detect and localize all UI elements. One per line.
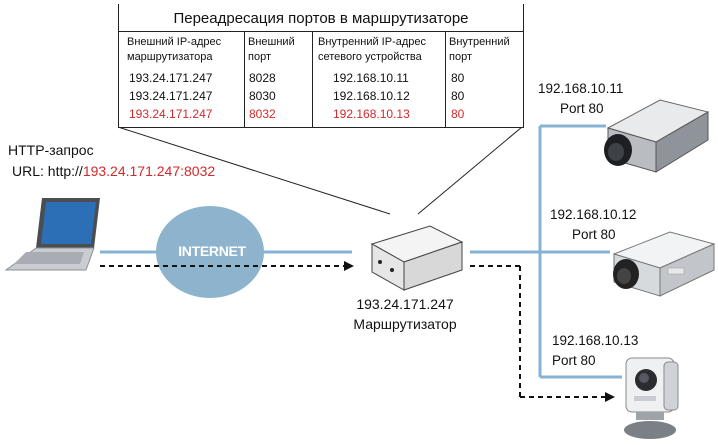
- callout-line-left: [117, 126, 391, 215]
- router-name-label: Маршрутизатор: [353, 316, 457, 332]
- router-icon: [370, 225, 464, 291]
- camera-2-port: Port 80: [572, 227, 616, 242]
- forward-arrow-head: [605, 392, 615, 402]
- table-cell-int-port-highlight: 80: [451, 107, 465, 121]
- table-cell-ext-port-highlight: 8032: [249, 107, 276, 121]
- camera-3-port: Port 80: [552, 353, 596, 368]
- header-ext-port: Внешний порт: [248, 35, 310, 65]
- request-title: HTTP-запрос: [8, 142, 94, 158]
- table-cell-int-port: 80: [451, 89, 465, 103]
- table-cell-int-ip-highlight: 192.168.10.13: [333, 107, 410, 121]
- camera-1-ip: 192.168.10.11: [538, 81, 624, 96]
- header-ext-port-line2: порт: [248, 51, 271, 63]
- request-url-target: 193.24.171.247:8032: [82, 163, 216, 179]
- cube-camera-3-icon: [624, 357, 679, 439]
- port-forwarding-table: Переадресация портов в маршрутизаторе Вн…: [118, 4, 524, 128]
- table-cell-ext-ip: 193.24.171.247: [129, 71, 213, 85]
- header-ext-port-line1: Внешний: [248, 36, 295, 48]
- callout-line-right: [417, 126, 523, 215]
- table-cell-int-port: 80: [451, 71, 465, 85]
- laptop-icon: [4, 198, 100, 271]
- header-int-ip-line2: сетевого устройства: [318, 51, 422, 63]
- request-arrow-head: [344, 261, 354, 271]
- table-cell-int-ip: 192.168.10.11: [333, 71, 409, 85]
- column-separator: [445, 32, 446, 127]
- request-url: URL: http://193.24.171.247:8032: [12, 162, 215, 181]
- header-int-port: Внутренний порт: [449, 35, 521, 65]
- header-int-port-line2: порт: [449, 51, 472, 63]
- header-ext-ip-line2: маршрутизатора: [127, 51, 213, 63]
- request-url-prefix: URL: http://: [12, 163, 83, 179]
- table-cell-ext-ip: 193.24.171.247: [129, 89, 213, 103]
- table-title: Переадресация портов в маршрутизаторе: [173, 10, 469, 27]
- header-int-port-line1: Внутренний: [449, 36, 510, 48]
- header-int-ip: Внутренний IP-адрес сетевого устройства: [318, 35, 444, 65]
- header-ext-ip: Внешний IP-адрес маршрутизатора: [127, 35, 242, 65]
- table-title-rule: [119, 31, 523, 32]
- box-camera-1-icon: [604, 99, 710, 173]
- router-ip-label: 193.24.171.247: [356, 296, 454, 312]
- header-ext-ip-line1: Внешний IP-адрес: [127, 36, 222, 48]
- box-camera-2-icon: [612, 231, 716, 297]
- table-cell-ext-ip-highlight: 193.24.171.247: [129, 107, 213, 121]
- internet-cloud: [156, 206, 264, 298]
- column-separator: [312, 32, 313, 127]
- table-cell-ext-port: 8028: [249, 71, 276, 85]
- camera-2-ip: 192.168.10.12: [550, 207, 637, 222]
- column-separator: [244, 32, 245, 127]
- header-int-ip-line1: Внутренний IP-адрес: [318, 36, 427, 48]
- table-cell-ext-port: 8030: [249, 89, 276, 103]
- internet-label: INTERNET: [178, 243, 246, 259]
- camera-3-ip: 192.168.10.13: [552, 333, 639, 348]
- camera-1-port: Port 80: [560, 101, 604, 116]
- table-cell-int-ip: 192.168.10.12: [333, 89, 410, 103]
